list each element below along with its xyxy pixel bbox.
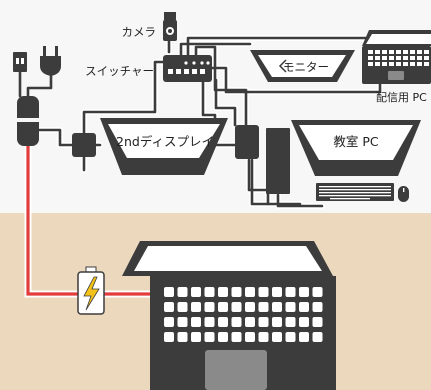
laptop-key [245,332,255,342]
laptop-key [231,287,242,297]
laptop-key [312,332,323,342]
laptop-key [177,302,188,312]
monitor [250,50,355,82]
classroom-pc-label: 教室 PC [333,134,379,149]
laptop-key [258,302,269,312]
laptop-key [258,332,269,342]
laptop-key [191,287,201,297]
classroom-pc-monitor [291,120,421,176]
battery-bolt-icon [77,266,105,315]
cables [18,27,383,209]
laptop-key [218,287,228,297]
classroom-pc-hub [235,125,259,159]
laptop-key [299,287,309,297]
monitor-label: モニター [283,60,329,74]
laptop-key [231,317,242,327]
laptop-key [312,287,323,297]
ac-plug-icon [40,46,61,76]
laptop-key [164,302,174,312]
camera-label: カメラ [122,25,157,39]
classroom-pc-tower [266,128,290,194]
laptop-key [218,302,228,312]
laptop-key [272,317,282,327]
laptop-key [218,332,228,342]
laptop-key [245,302,255,312]
power-cable [26,146,150,296]
laptop-key [191,332,201,342]
laptop-key [164,287,174,297]
laptop-key [245,317,255,327]
switcher-label: スイッチャー [85,64,154,78]
laptop-key [258,287,269,297]
laptop-key [258,317,269,327]
laptop-key [285,317,296,327]
laptop-key [204,302,215,312]
laptop-key [164,317,174,327]
laptop-key [218,317,228,327]
laptop-key [312,302,323,312]
laptop-touchpad [205,350,267,390]
laptop-key [285,287,296,297]
laptop-key [177,332,188,342]
broadcast-pc [362,30,431,84]
switcher-icon [163,55,212,82]
laptop-key [231,332,242,342]
broadcast-pc-label: 配信用 PC [376,91,427,104]
laptop-key [231,302,242,312]
second-display [100,118,228,175]
laptop-key [299,317,309,327]
laptop-key [204,332,215,342]
laptop-keys [164,287,323,342]
laptop-key [204,287,215,297]
laptop-key [312,317,323,327]
camera-icon [163,12,177,41]
laptop-key [285,302,296,312]
laptop-key [245,287,255,297]
plug-icon [13,52,27,72]
laptop-key [299,302,309,312]
laptop-key [191,317,201,327]
laptop-key [177,287,188,297]
laptop-key [191,302,201,312]
mouse-icon [398,186,409,202]
second-display-label: 2ndディスプレイ [116,134,214,149]
laptop-key [164,332,174,342]
laptop-key [285,332,296,342]
laptop-key [272,302,282,312]
hdmi-splitter [72,133,96,157]
laptop-icon [122,241,336,390]
laptop-key [272,332,282,342]
laptop-key [272,287,282,297]
adapter-icon [17,96,39,146]
keyboard-icon [316,183,394,201]
laptop-key [177,317,188,327]
laptop-key [299,332,309,342]
laptop-key [204,317,215,327]
keyboard-icon [368,50,429,66]
